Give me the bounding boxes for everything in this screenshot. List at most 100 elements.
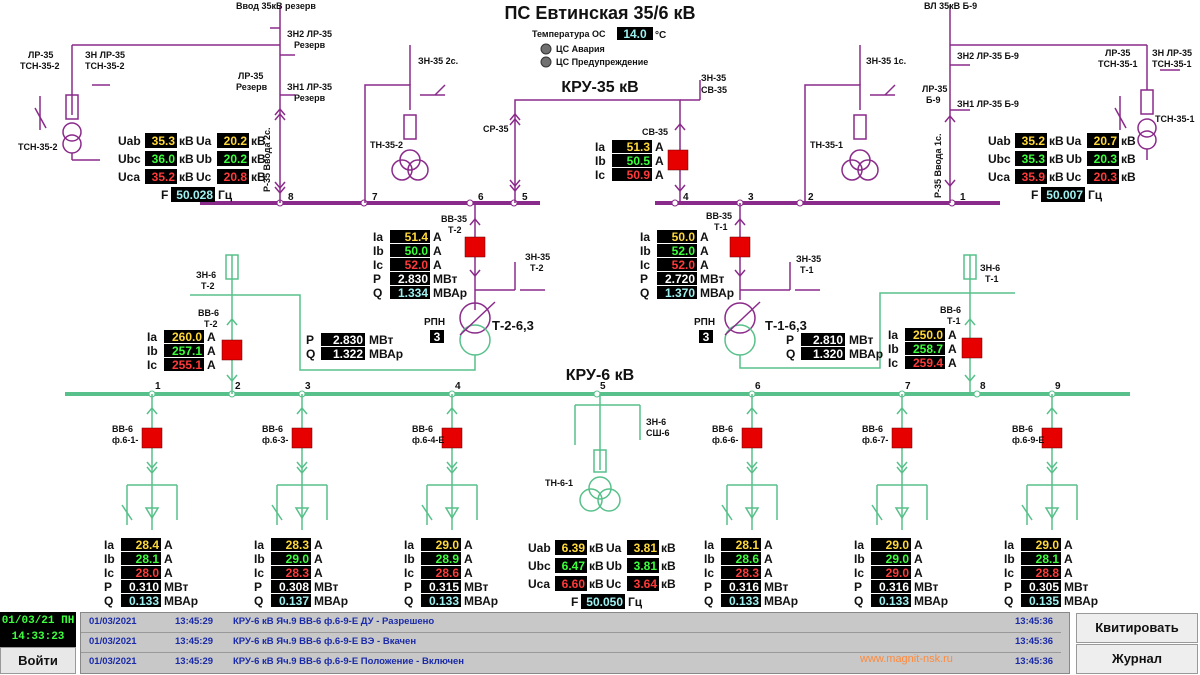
meter-unit: МВт — [849, 333, 874, 347]
meter-unit: А — [1064, 566, 1073, 580]
acknowledge-button[interactable]: Квитировать — [1076, 613, 1198, 643]
meter-label: Ic — [104, 566, 114, 580]
voltage-phase-value: 20.8 — [224, 170, 248, 184]
label-vv6-t1: ВВ-6 — [940, 305, 961, 315]
alarm-indicator-crash[interactable] — [540, 43, 552, 55]
voltage-line-label: Ubc — [988, 152, 1011, 166]
meter-label: P — [854, 580, 862, 594]
transformer-t2-lv[interactable] — [459, 324, 491, 356]
label-vv35-t1-2: Т-1 — [714, 222, 728, 232]
voltage-phase-value: 3.64 — [634, 577, 658, 591]
breaker-vv35-t1[interactable] — [729, 236, 751, 258]
breaker-feeder[interactable] — [1041, 427, 1063, 449]
meter-value: 29.0 — [886, 566, 910, 580]
meter-label: Ib — [888, 342, 899, 356]
voltage-line-value: 36.0 — [152, 152, 176, 166]
value-box — [1015, 151, 1047, 166]
breaker-feeder[interactable] — [441, 427, 463, 449]
meter-label: Ib — [147, 344, 158, 358]
bus35-node-dot — [796, 199, 804, 207]
voltage-phase-value: 20.3 — [1094, 152, 1118, 166]
meter-value: 29.0 — [886, 552, 910, 566]
label-vv35-t1: ВВ-35 — [706, 211, 732, 221]
journal-button[interactable]: Журнал — [1076, 644, 1198, 674]
label-lr35-tsn1-2: ТСН-35-1 — [1098, 59, 1138, 69]
meter-label: Ia — [854, 538, 864, 552]
value-box — [905, 328, 945, 341]
label-zn35-t2-2: Т-2 — [530, 263, 544, 273]
label-lr35-rez-2: Резерв — [236, 82, 268, 92]
event-time: 13:45:29 — [175, 616, 214, 627]
value-box — [657, 258, 697, 271]
meter-unit: А — [433, 230, 442, 244]
meter-value: 1.322 — [333, 347, 363, 361]
voltage-line-value: 6.39 — [562, 541, 586, 555]
meter-unit: А — [464, 566, 473, 580]
login-button[interactable]: Войти — [0, 647, 76, 674]
voltage-unit: кВ — [661, 541, 676, 555]
label-zn35-1s: ЗН-35 1с. — [866, 56, 906, 66]
value-box — [271, 538, 311, 551]
meter-unit: МВт — [164, 580, 189, 594]
voltage-unit: кВ — [251, 170, 266, 184]
alarm-indicator-warning[interactable] — [540, 56, 552, 68]
voltage-unit: кВ — [1121, 152, 1136, 166]
alarm-label-warning: ЦС Предупреждение — [556, 57, 648, 67]
label-tn-6-1: ТН-6-1 — [545, 478, 573, 488]
breaker-vv6-t2[interactable] — [221, 339, 243, 361]
event-row[interactable]: 01/03/2021 13:45:29 КРУ-6 кВ Яч.9 ВВ-6 ф… — [85, 654, 1065, 670]
value-box — [1087, 133, 1119, 148]
meter-label: Q — [254, 594, 263, 608]
clock-date: 01/03/21 ПН — [1, 615, 75, 627]
voltage-line-value: 35.9 — [1022, 170, 1046, 184]
label-t2: Т-2-6,3 — [492, 318, 534, 333]
value-box — [871, 594, 911, 607]
value-box — [721, 538, 761, 551]
meter-unit: А — [655, 154, 664, 168]
value-box — [657, 286, 697, 299]
meter-unit: МВАр — [369, 347, 403, 361]
meter-value: 28.6 — [736, 552, 760, 566]
breaker-feeder[interactable] — [141, 427, 163, 449]
transformer-t1-lv[interactable] — [724, 324, 756, 356]
value-box — [657, 272, 697, 285]
event-time: 13:45:29 — [175, 656, 214, 667]
tn-35-1-symbol — [804, 45, 896, 203]
meter-label: P — [373, 272, 381, 286]
breaker-vv6-t1[interactable] — [961, 337, 983, 359]
label-t1: Т-1-6,3 — [765, 318, 807, 333]
breaker-vv35-t2[interactable] — [464, 236, 486, 258]
voltage-phase-label: Ub — [1066, 152, 1082, 166]
voltage-phase-value: 20.2 — [224, 152, 248, 166]
label-tn-35-1: ТН-35-1 — [810, 140, 843, 150]
breaker-feeder[interactable] — [891, 427, 913, 449]
meter-unit: МВАр — [764, 594, 798, 608]
label-zn35-t2: ЗН-35 — [525, 252, 550, 262]
event-row[interactable]: 01/03/2021 13:45:29 КРУ-6 кВ Яч.9 ВВ-6 ф… — [85, 634, 1065, 650]
breaker-sv35[interactable] — [667, 149, 689, 171]
bus35-node-number: 3 — [748, 192, 754, 203]
alarm-label-crash: ЦС Авария — [556, 44, 605, 54]
meter-value: 28.9 — [436, 552, 460, 566]
transformer-t2-hv[interactable] — [459, 302, 491, 334]
value-box — [121, 594, 161, 607]
watermark: www.magnit-nsk.ru — [860, 653, 953, 665]
event-log[interactable]: 01/03/2021 13:45:29 КРУ-6 кВ Яч.9 ВВ-6 ф… — [80, 612, 1070, 674]
value-box — [271, 580, 311, 593]
value-box — [1015, 169, 1047, 184]
meter-value: 0.133 — [879, 594, 909, 608]
frequency-unit: Гц — [628, 595, 643, 609]
breaker-feeder[interactable] — [741, 427, 763, 449]
meter-value: 2.810 — [813, 333, 843, 347]
meter-value: 28.0 — [136, 566, 160, 580]
transformer-t1-hv[interactable] — [724, 302, 756, 334]
event-row[interactable]: 01/03/2021 13:45:29 КРУ-6 кВ Яч.9 ВВ-6 ф… — [85, 614, 1065, 630]
breaker-feeder[interactable] — [291, 427, 313, 449]
